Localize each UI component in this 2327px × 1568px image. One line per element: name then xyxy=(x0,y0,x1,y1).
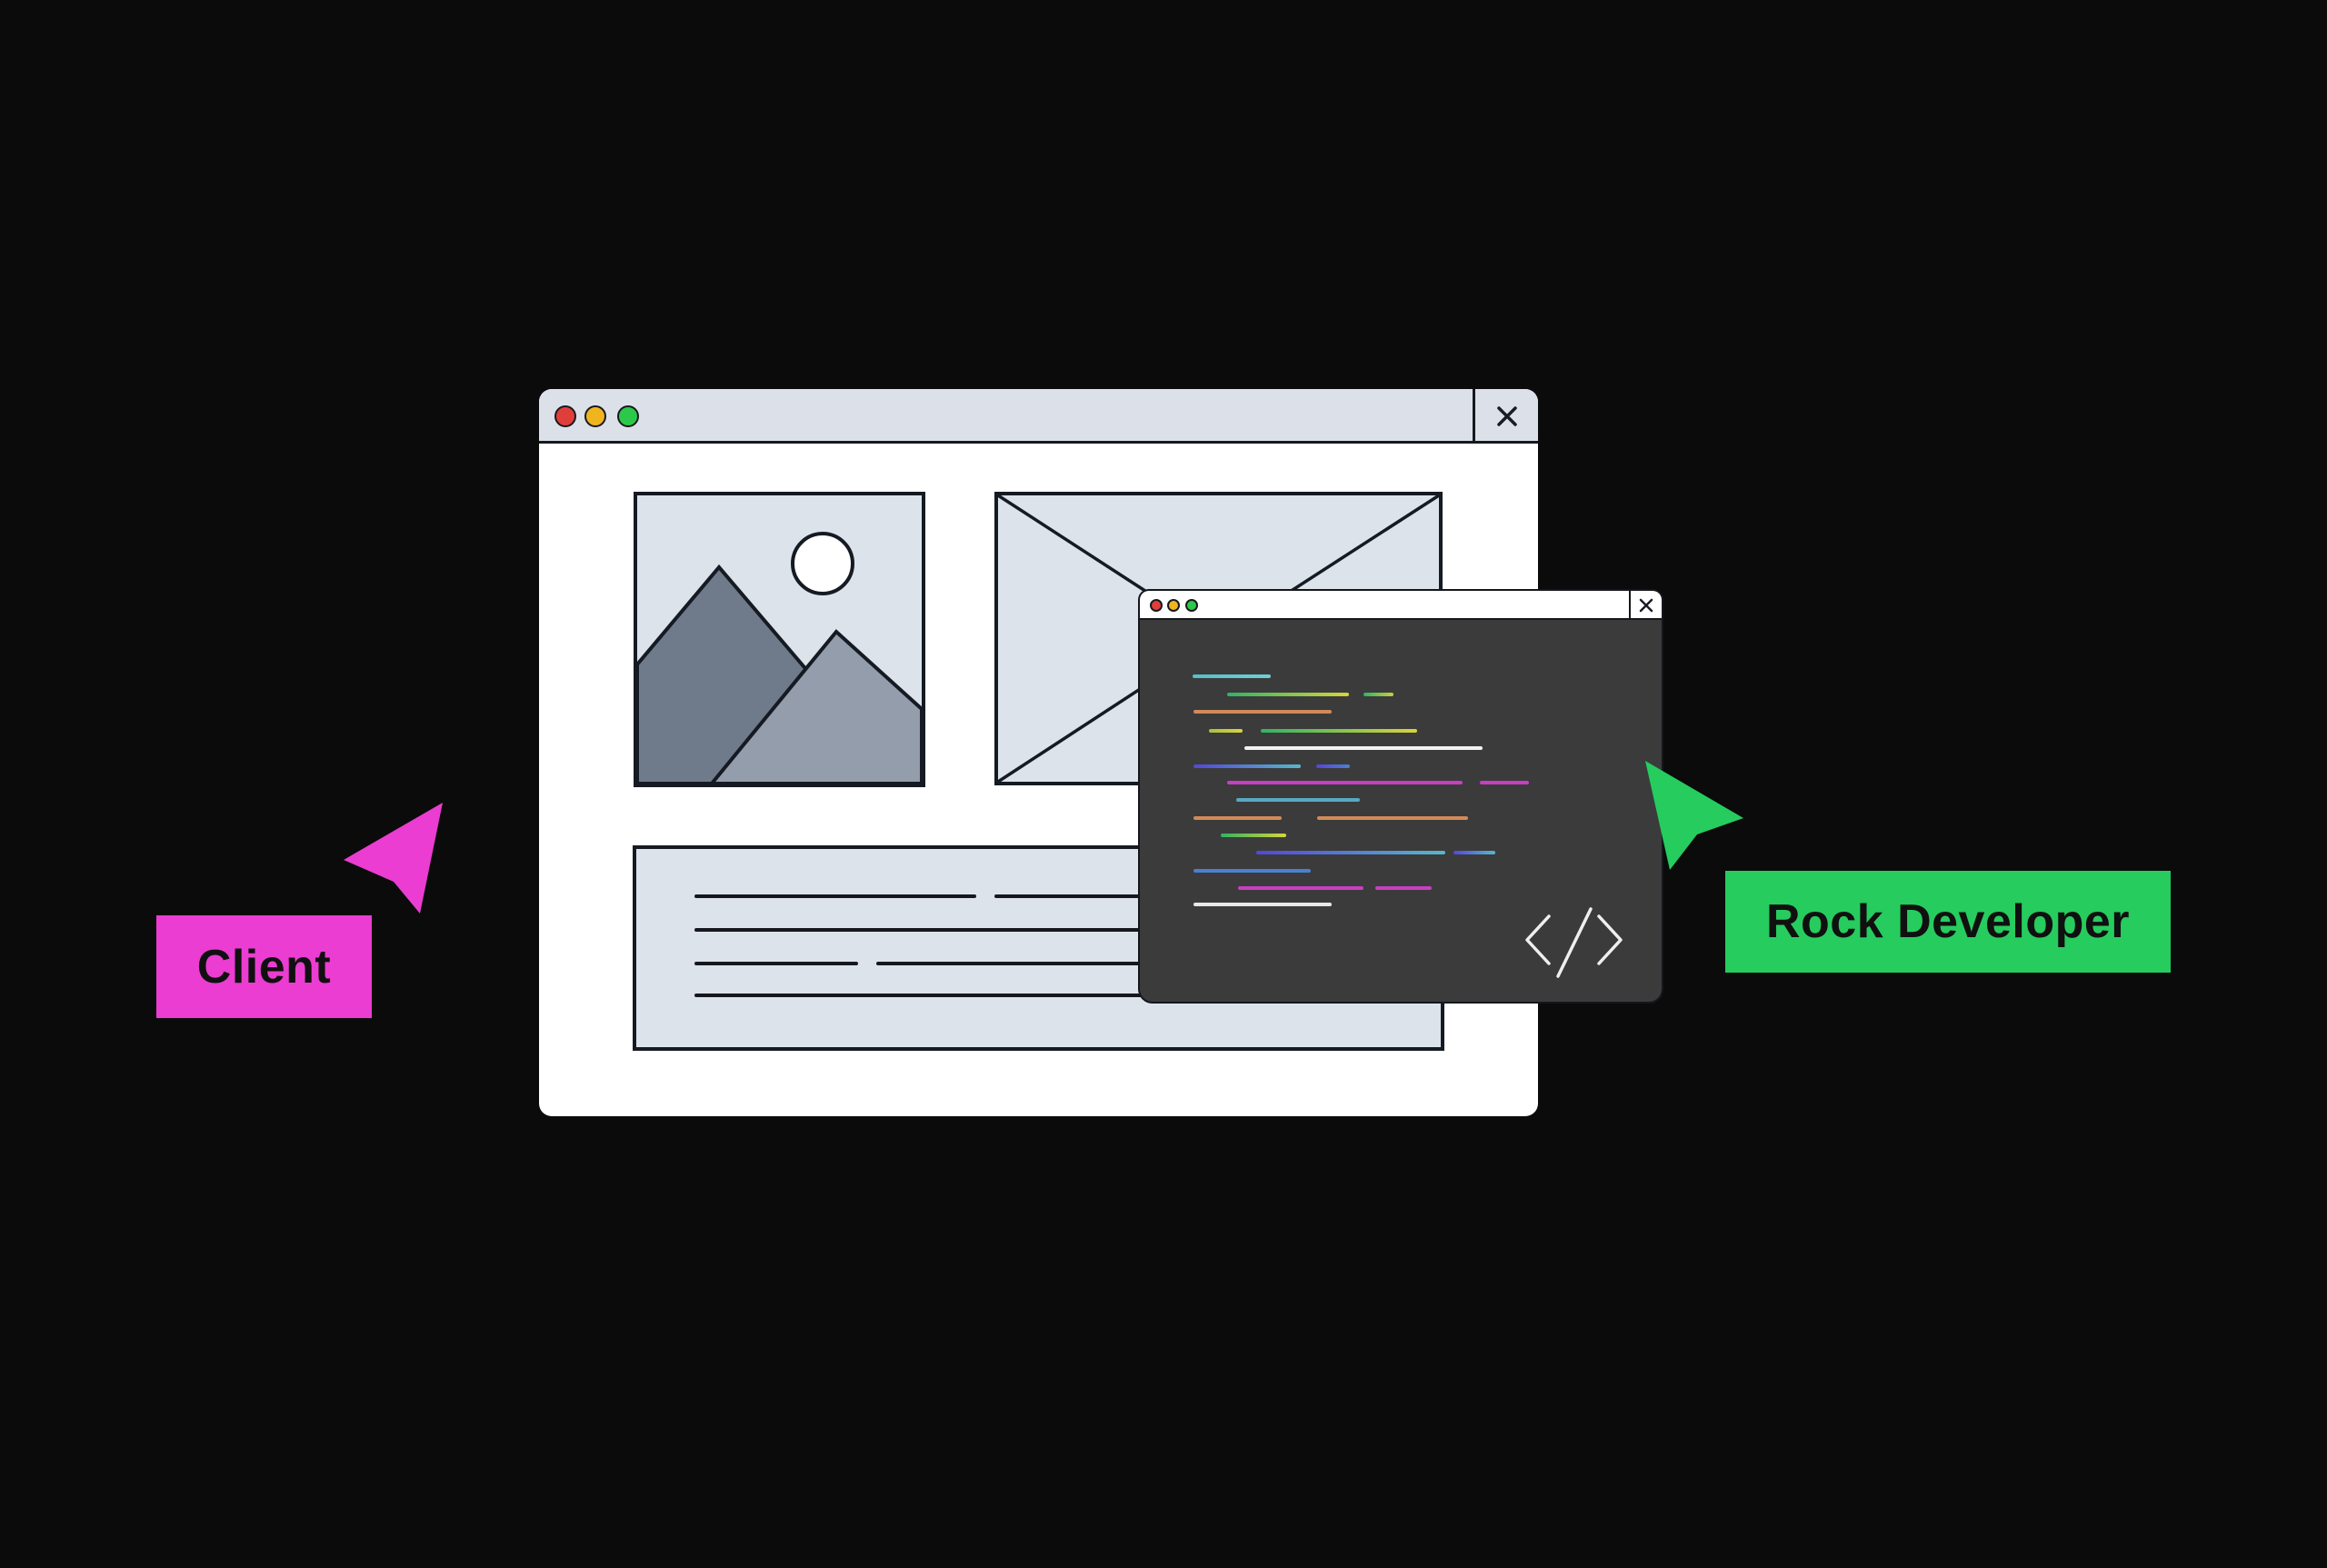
code-line-segment xyxy=(1480,781,1529,784)
code-line-segment xyxy=(1193,869,1311,873)
code-line-segment xyxy=(1193,674,1271,678)
text-line xyxy=(876,962,1367,965)
code-line-segment xyxy=(1238,886,1363,890)
developer-cursor-icon xyxy=(1645,761,1743,870)
code-editor-window xyxy=(1138,589,1663,1004)
text-line xyxy=(694,994,1367,997)
close-button[interactable] xyxy=(1473,389,1538,444)
image-placeholder xyxy=(634,492,925,787)
text-line xyxy=(694,894,976,898)
code-titlebar xyxy=(1140,591,1662,620)
code-line-segment xyxy=(1209,729,1243,733)
traffic-light-minimize-icon[interactable] xyxy=(584,405,606,427)
client-cursor-icon xyxy=(344,803,443,914)
sun-icon xyxy=(791,532,854,595)
mountains-sun-icon xyxy=(637,532,922,784)
code-line-segment xyxy=(1236,798,1360,802)
code-line-segment xyxy=(1227,693,1349,696)
code-line-segment xyxy=(1193,764,1301,768)
code-tag-icon xyxy=(1525,907,1623,978)
code-line-segment xyxy=(1227,781,1463,784)
code-line-segment xyxy=(1193,816,1282,820)
code-line-segment xyxy=(1261,729,1417,733)
traffic-light-close-icon[interactable] xyxy=(554,405,576,427)
code-line-segment xyxy=(1317,816,1468,820)
code-line-segment xyxy=(1316,764,1350,768)
code-line-segment xyxy=(1375,886,1432,890)
code-line-segment xyxy=(1193,903,1332,906)
traffic-light-zoom-icon[interactable] xyxy=(1185,599,1198,612)
close-button[interactable] xyxy=(1629,591,1662,620)
close-icon xyxy=(1496,406,1517,426)
code-line-segment xyxy=(1453,851,1495,854)
code-line-segment xyxy=(1221,834,1286,837)
text-line xyxy=(694,928,1367,932)
mountain-light xyxy=(709,629,922,784)
traffic-light-minimize-icon[interactable] xyxy=(1167,599,1180,612)
text-line xyxy=(694,962,858,965)
browser-titlebar xyxy=(539,389,1538,444)
code-line-segment xyxy=(1244,746,1483,750)
code-line-segment xyxy=(1193,710,1332,714)
developer-label: Rock Developer xyxy=(1725,871,2171,973)
code-line-segment xyxy=(1256,851,1445,854)
traffic-light-close-icon[interactable] xyxy=(1150,599,1163,612)
close-icon xyxy=(1639,598,1653,613)
traffic-light-zoom-icon[interactable] xyxy=(617,405,639,427)
client-label: Client xyxy=(156,915,372,1018)
code-line-segment xyxy=(1363,693,1393,696)
